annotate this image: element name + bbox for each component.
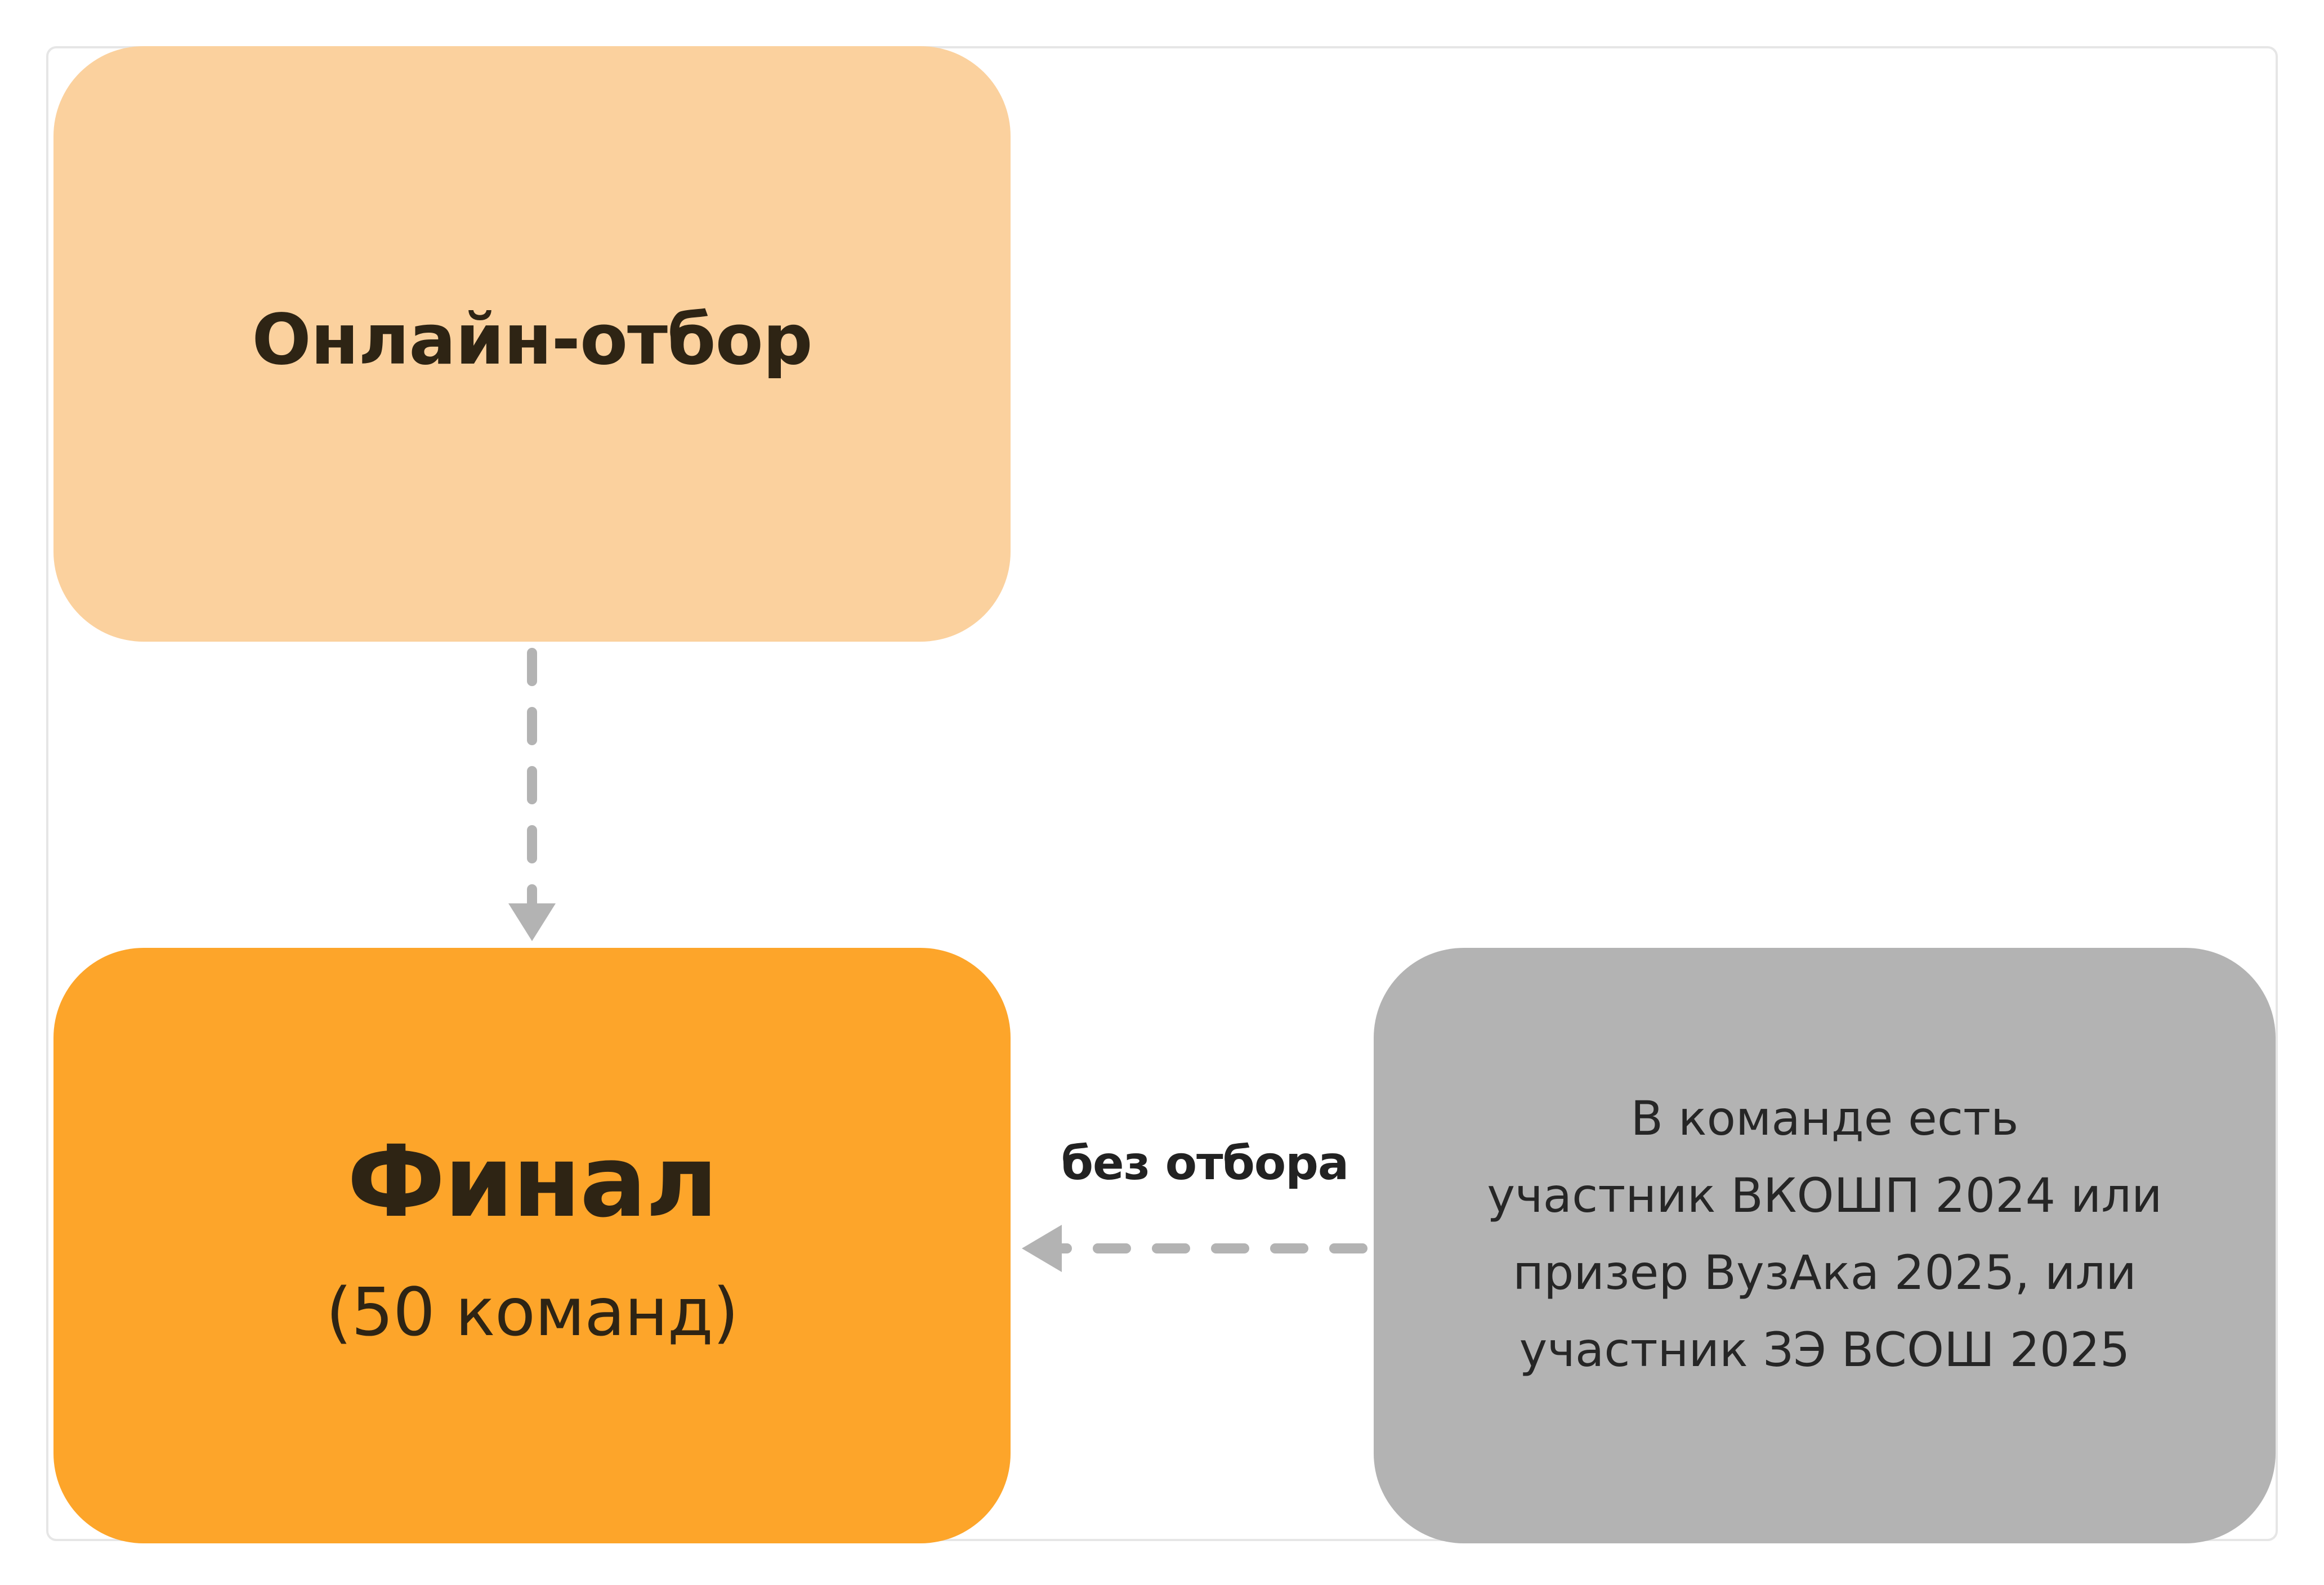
edge-condition-to-final (1022, 1225, 1367, 1272)
node-condition-line: В команде есть (1630, 1091, 2019, 1146)
edge-condition-to-final-arrowhead (1022, 1225, 1062, 1272)
edge-condition-to-final-label: без отбора (1061, 1137, 1349, 1190)
node-online-selection: Онлайн-отбор (53, 46, 1011, 642)
node-condition-line: участник ЗЭ ВСОШ 2025 (1519, 1322, 2130, 1377)
edge-online-to-final-arrowhead (508, 903, 556, 941)
node-final-title: Финал (347, 1123, 718, 1239)
node-final: Финал (50 команд) (53, 948, 1011, 1543)
edge-online-to-final (508, 648, 556, 941)
diagram-frame (46, 46, 2278, 1541)
node-condition-line: призер ВузАка 2025, или (1513, 1245, 2137, 1300)
node-direct-admission-condition: В команде есть участник ВКОШП 2024 или п… (1374, 948, 2276, 1543)
node-final-subtitle: (50 команд) (325, 1273, 739, 1351)
node-condition-line: участник ВКОШП 2024 или (1487, 1168, 2162, 1223)
node-condition-text: В команде есть участник ВКОШП 2024 или п… (1487, 1080, 2162, 1389)
node-online-selection-title: Онлайн-отбор (252, 299, 812, 380)
